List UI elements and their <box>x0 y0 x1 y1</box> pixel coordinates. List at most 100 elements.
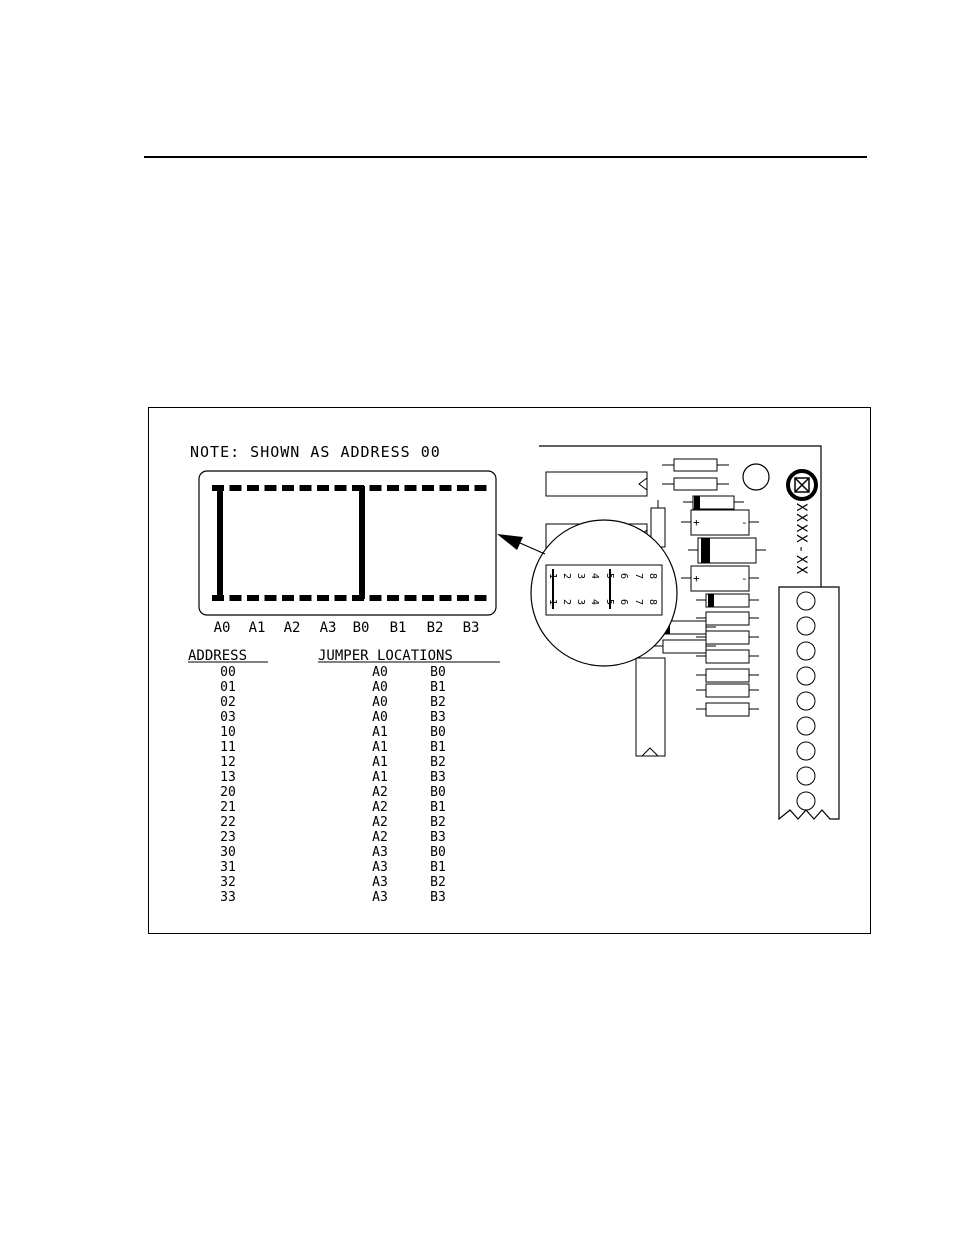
detail-pin-number: 6 <box>618 599 629 605</box>
row-jumper-a: A2 <box>372 830 388 845</box>
terminal-hole <box>797 792 815 810</box>
pin <box>265 485 277 491</box>
pin <box>247 595 259 601</box>
board-label: XXXX-XX <box>793 503 809 576</box>
row-jumper-b: B1 <box>430 740 446 755</box>
pin <box>457 595 469 601</box>
table-row: 21 A2 B1 <box>220 800 446 815</box>
row-jumper-a: A2 <box>372 815 388 830</box>
row-jumper-b: B0 <box>430 665 446 680</box>
detail-pin-number: 2 <box>561 599 572 605</box>
terminal-hole <box>797 667 815 685</box>
top-pin-row <box>212 485 487 491</box>
pin <box>405 485 417 491</box>
row-address: 33 <box>220 890 236 905</box>
jumper-a0 <box>217 486 223 599</box>
detail-pin-number: 8 <box>647 573 658 579</box>
row-jumper-a: A1 <box>372 725 388 740</box>
pin <box>317 595 329 601</box>
row-address: 21 <box>220 800 236 815</box>
pin <box>230 595 242 601</box>
pin <box>230 485 242 491</box>
row-address: 31 <box>220 860 236 875</box>
pin <box>370 485 382 491</box>
detail-pin-number: 4 <box>589 599 600 605</box>
label-a1: A1 <box>249 620 266 636</box>
row-address: 32 <box>220 875 236 890</box>
row-jumper-a: A1 <box>372 770 388 785</box>
row-jumper-a: A0 <box>372 680 388 695</box>
pin <box>387 595 399 601</box>
pin <box>370 595 382 601</box>
row-jumper-b: B2 <box>430 875 446 890</box>
detail-pin-number: 3 <box>575 599 586 605</box>
table-row: 31 A3 B1 <box>220 860 446 875</box>
row-jumper-a: A0 <box>372 710 388 725</box>
row-address: 01 <box>220 680 236 695</box>
row-address: 03 <box>220 710 236 725</box>
pin <box>300 485 312 491</box>
row-jumper-a: A2 <box>372 800 388 815</box>
row-jumper-a: A1 <box>372 755 388 770</box>
pin <box>422 595 434 601</box>
terminal-hole <box>797 767 815 785</box>
svg-text:-: - <box>741 516 748 529</box>
row-jumper-a: A3 <box>372 860 388 875</box>
row-address: 23 <box>220 830 236 845</box>
table-row: 12A1B2 <box>220 755 446 770</box>
terminal-hole <box>797 592 815 610</box>
table-row: 22A2B2 <box>220 815 446 830</box>
row-jumper-a: A3 <box>372 890 388 905</box>
row-address: 10 <box>220 725 236 740</box>
row-jumper-b: B1 <box>430 860 446 875</box>
row-address: 13 <box>220 770 236 785</box>
row-address: 02 <box>220 695 236 710</box>
bottom-pin-row <box>212 595 487 601</box>
table-row: 00A0B0 <box>220 665 446 680</box>
table-row: 10 A1 B0 <box>220 725 446 740</box>
ic-chip-1 <box>546 472 647 496</box>
terminal-hole <box>797 617 815 635</box>
detail-pin-number: 6 <box>618 573 629 579</box>
row-jumper-a: A0 <box>372 665 388 680</box>
note-text: NOTE: SHOWN AS ADDRESS 00 <box>190 443 441 461</box>
pin <box>300 595 312 601</box>
detail-pin-number: 3 <box>575 573 586 579</box>
detail-pin-number: 4 <box>589 573 600 579</box>
pin <box>265 595 277 601</box>
detail-pin-number: 7 <box>633 599 644 605</box>
row-address: 30 <box>220 845 236 860</box>
pin <box>475 485 487 491</box>
row-address: 22 <box>220 815 236 830</box>
label-b2: B2 <box>427 620 444 636</box>
detail-pin-number: 8 <box>647 599 658 605</box>
row-jumper-b: B2 <box>430 695 446 710</box>
table-row: 13 A1 B3 <box>220 770 446 785</box>
pin <box>247 485 259 491</box>
terminal-holes <box>797 592 815 810</box>
table-row: 23A2B3 <box>220 830 446 845</box>
pin <box>282 485 294 491</box>
pin <box>387 485 399 491</box>
row-jumper-b: B0 <box>430 845 446 860</box>
table-row: 02A0B2 <box>220 695 446 710</box>
row-jumper-b: B0 <box>430 725 446 740</box>
row-jumper-b: B1 <box>430 800 446 815</box>
jumper-header-box <box>199 471 496 615</box>
svg-text:+: + <box>693 516 700 529</box>
detail-pin-number: 7 <box>633 573 644 579</box>
row-address: 20 <box>220 785 236 800</box>
label-b1: B1 <box>390 620 407 636</box>
terminal-hole <box>797 742 815 760</box>
label-a0: A0 <box>214 620 231 636</box>
row-jumper-b: B3 <box>430 770 446 785</box>
row-address: 11 <box>220 740 236 755</box>
detail-arrow <box>497 534 523 550</box>
